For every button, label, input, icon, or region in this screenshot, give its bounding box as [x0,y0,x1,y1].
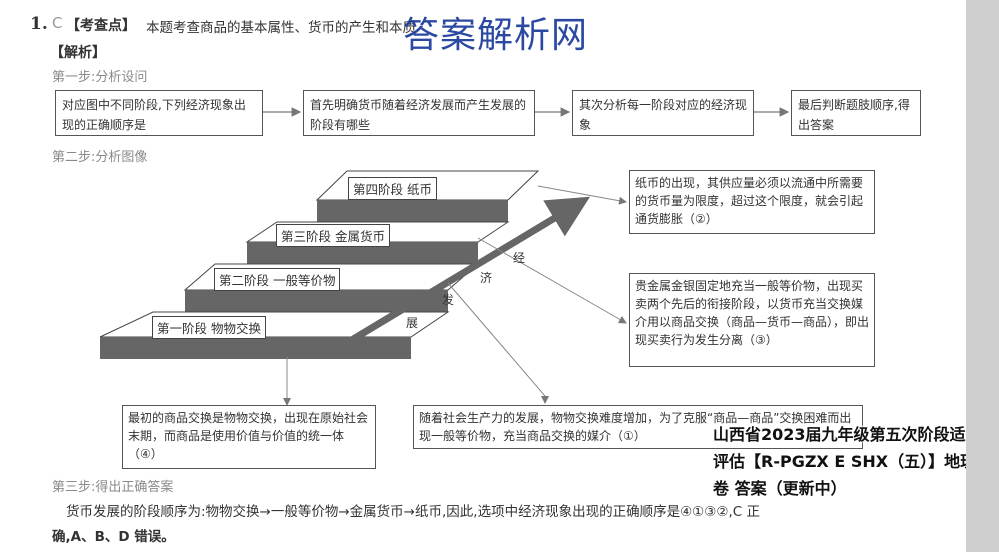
exam-point-label: 【考查点】 [66,18,136,34]
stair-label-3: 第三阶段 金属货币 [276,224,390,247]
note-barter: 最初的商品交换是物物交换，出现在原始社会末期，而商品是使用价值与价值的统一体（④… [122,405,376,469]
arrow-char-1: 经 [513,251,526,265]
note-paper-money: 纸币的出现，其供应量必须以流通中所需要的货币量为限度，超过这个限度，就会引起通货… [629,170,875,234]
stair-label-2: 第二阶段 一般等价物 [214,268,341,291]
step3-line-2: 确,A、B、D 错误。 [52,529,175,545]
step2-title: 第二步:分析图像 [52,150,148,165]
stair-label-4: 第四阶段 纸币 [348,177,437,200]
answer-letter: C [52,14,63,32]
step1-box-1: 对应图中不同阶段,下列经济现象出现的正确顺序是 [55,90,263,136]
note-metal-currency: 贵金属金银固定地充当一般等价物，出现买卖两个先后的衔接阶段，以货币充当交换媒介用… [629,273,875,367]
step1-title: 第一步:分析设问 [52,70,148,85]
arrow-char-4: 展 [406,316,419,330]
step3-line-1: 货币发展的阶段顺序为:物物交换→一般等价物→金属货币→纸币,因此,选项中经济现象… [66,504,760,520]
step1-box-2: 首先明确货币随着经济发展而产生发展的阶段有哪些 [303,90,535,136]
arrow-char-2: 济 [480,271,493,285]
analysis-label: 【解析】 [50,45,106,61]
step3-title: 第三步:得出正确答案 [52,480,174,495]
arrow-char-3: 发 [442,293,455,307]
watermark: 答案解析网 [403,15,589,56]
stair-label-1: 第一阶段 物物交换 [152,316,266,339]
step1-box-4: 最后判断题肢顺序,得出答案 [791,90,921,136]
overlay-title[interactable]: 山西省2023届九年级第五次阶段适应性评估【R-PGZX E SHX（五）】地理… [713,425,998,498]
page-edge-bar [966,0,999,552]
exam-point-text: 本题考查商品的基本属性、货币的产生和本质 [146,20,416,36]
note-general-equivalent: 随着社会生产力的发展，物物交换难度增加，为了克服“商品—商品”交换困难而出现一般… [413,405,863,449]
question-number: 1. [30,14,48,34]
step1-box-3: 其次分析每一阶段对应的经济现象 [572,90,754,136]
